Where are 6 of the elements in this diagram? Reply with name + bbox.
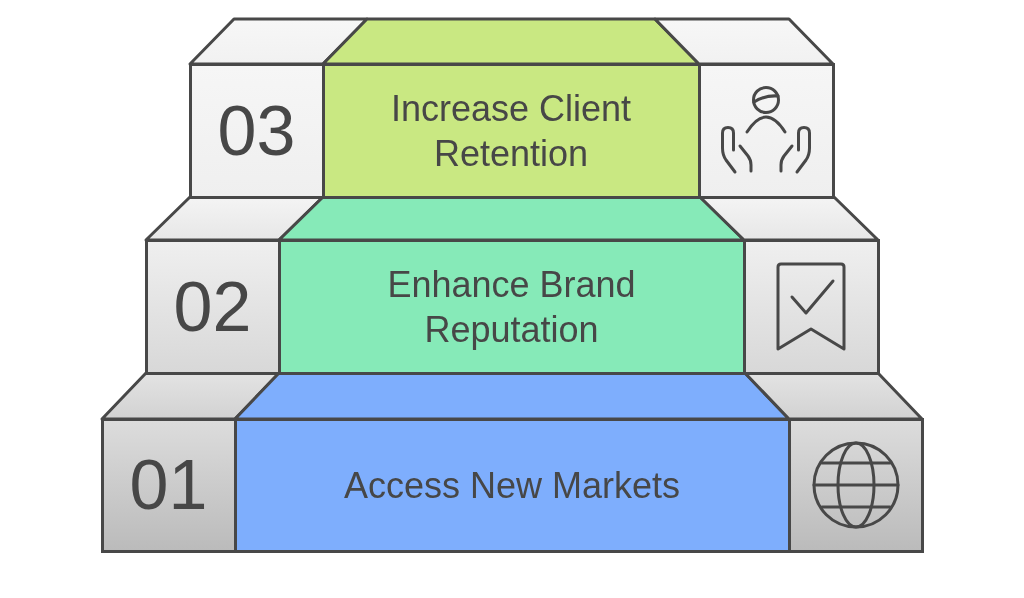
step-number: 03 [217,95,296,166]
step-title: Enhance Brand Reputation [386,262,637,352]
step-title: Increase Client Retention [389,86,633,176]
step-title: Access New Markets [343,463,681,508]
step-number: 01 [129,450,208,520]
step-number: 02 [173,271,252,342]
